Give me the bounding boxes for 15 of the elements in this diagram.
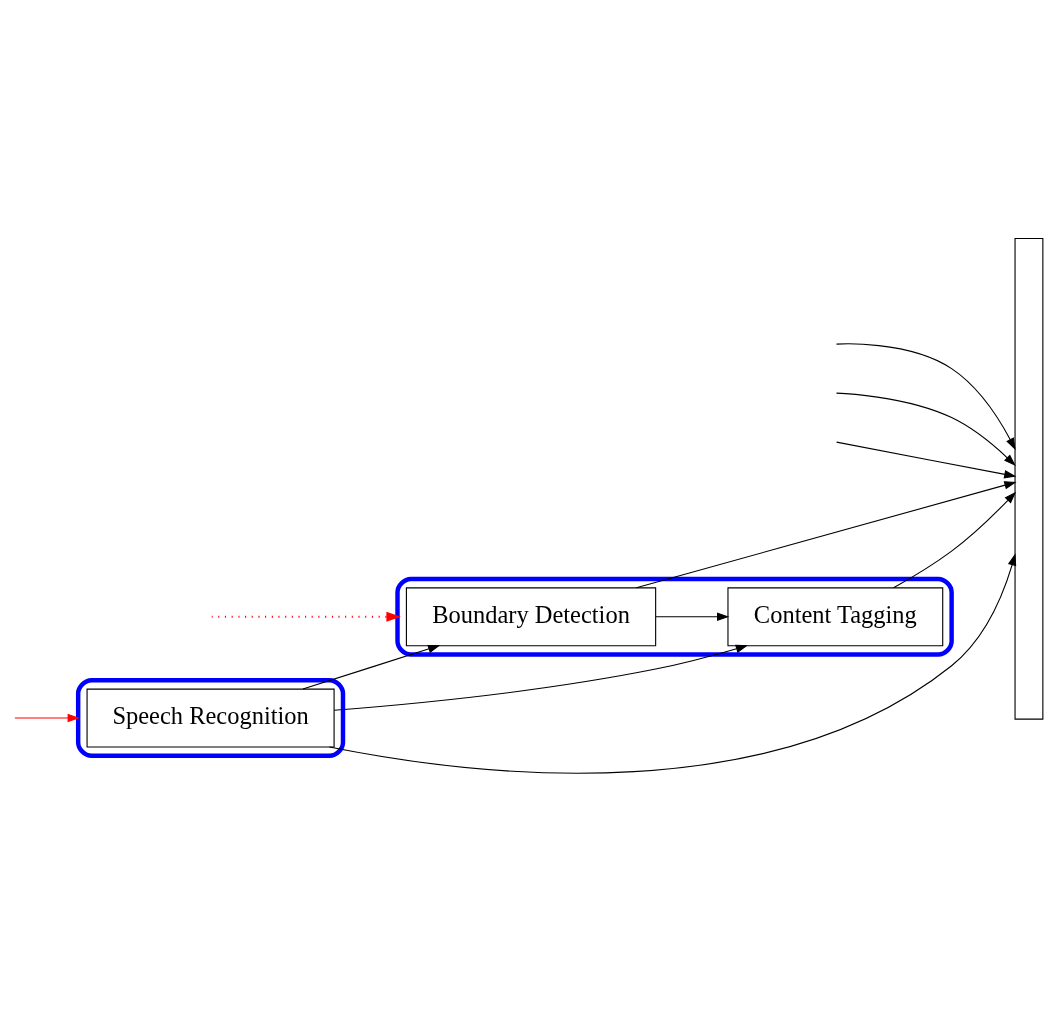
cluster [75,677,346,759]
node-box: Content Tagging [727,587,944,647]
arrow [892,491,1017,589]
arrow [302,644,441,690]
node-bar [1014,237,1044,720]
arrow [835,343,1016,451]
arrow [835,392,1016,467]
node-box: Boundary Detection [405,587,657,647]
arrow [328,553,1017,774]
arrow [655,612,730,622]
arrow [14,713,80,723]
arrow [211,611,401,622]
arrow [333,644,749,711]
arrow [836,441,1017,479]
node-box: Speech Recognition [86,688,335,748]
